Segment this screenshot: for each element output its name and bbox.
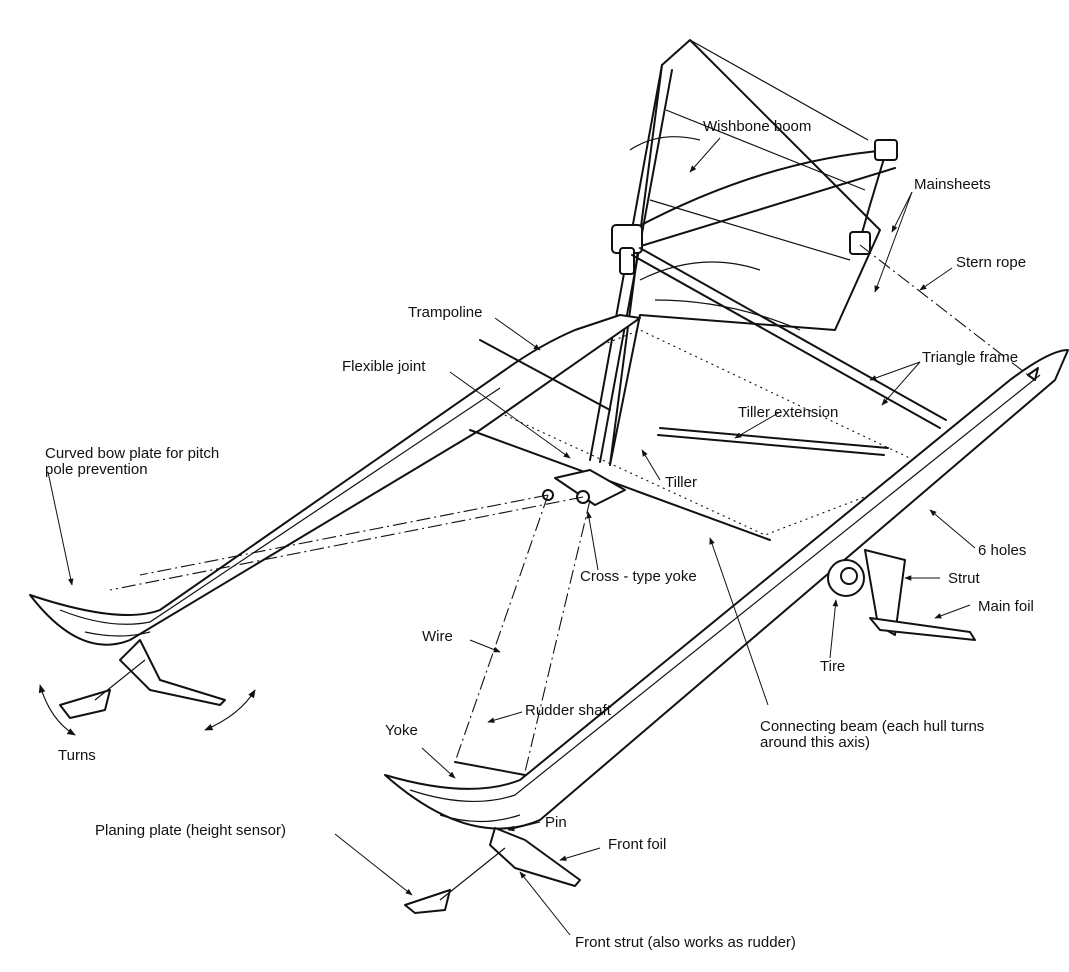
label-tiller-extension: Tiller extension <box>738 404 839 421</box>
tire-wheel <box>827 559 865 597</box>
label-stern-rope: Stern rope <box>956 254 1027 271</box>
main-strut-foil <box>864 549 976 641</box>
label-wire: Wire <box>422 628 453 645</box>
center-yoke <box>542 469 626 506</box>
left-front-strut-foil <box>59 639 226 719</box>
label-yoke: Yoke <box>385 722 418 739</box>
label-main-foil: Main foil <box>978 598 1034 615</box>
wire-lines <box>109 494 591 773</box>
wishbone-boom <box>611 149 896 275</box>
label-connecting-beam-1: Connecting beam (each hull turns <box>760 718 985 735</box>
left-hull <box>29 314 641 646</box>
trampoline-pole <box>479 339 611 411</box>
label-planing-plate: Planing plate (height sensor) <box>95 822 286 839</box>
triangle-frame-bar <box>631 247 947 429</box>
label-pin: Pin <box>545 814 567 831</box>
label-connecting-beam-2: around this axis) <box>760 734 871 751</box>
turns-arrow-right <box>204 689 256 731</box>
tiller-extension-bar <box>657 427 889 456</box>
label-front-foil: Front foil <box>608 836 667 853</box>
right-hull <box>384 349 1069 830</box>
rudder-yoke-bar <box>454 761 526 776</box>
label-trampoline: Trampoline <box>408 304 483 321</box>
label-curved-bow-plate-1: Curved bow plate for pitch <box>45 445 220 462</box>
label-cross-type-yoke: Cross - type yoke <box>580 568 697 585</box>
leader-lines <box>47 137 976 936</box>
label-strut: Strut <box>948 570 980 587</box>
label-rudder-shaft: Rudder shaft <box>525 702 611 719</box>
label-wishbone-boom: Wishbone boom <box>703 118 812 135</box>
label-triangle-frame: Triangle frame <box>922 349 1019 366</box>
stern-rope-line <box>859 244 1029 376</box>
label-flexible-joint: Flexible joint <box>342 358 426 375</box>
label-turns: Turns <box>58 747 96 764</box>
label-tiller: Tiller <box>665 474 697 491</box>
label-curved-bow-plate-2: pole prevention <box>45 461 148 478</box>
label-mainsheets: Mainsheets <box>914 176 991 193</box>
turns-arrow-left <box>38 684 76 736</box>
label-6-holes: 6 holes <box>978 542 1027 559</box>
connecting-beam <box>469 429 771 541</box>
label-tire: Tire <box>820 658 846 675</box>
right-front-strut-foil <box>404 827 581 914</box>
label-front-strut: Front strut (also works as rudder) <box>575 934 796 951</box>
sail <box>609 39 881 466</box>
